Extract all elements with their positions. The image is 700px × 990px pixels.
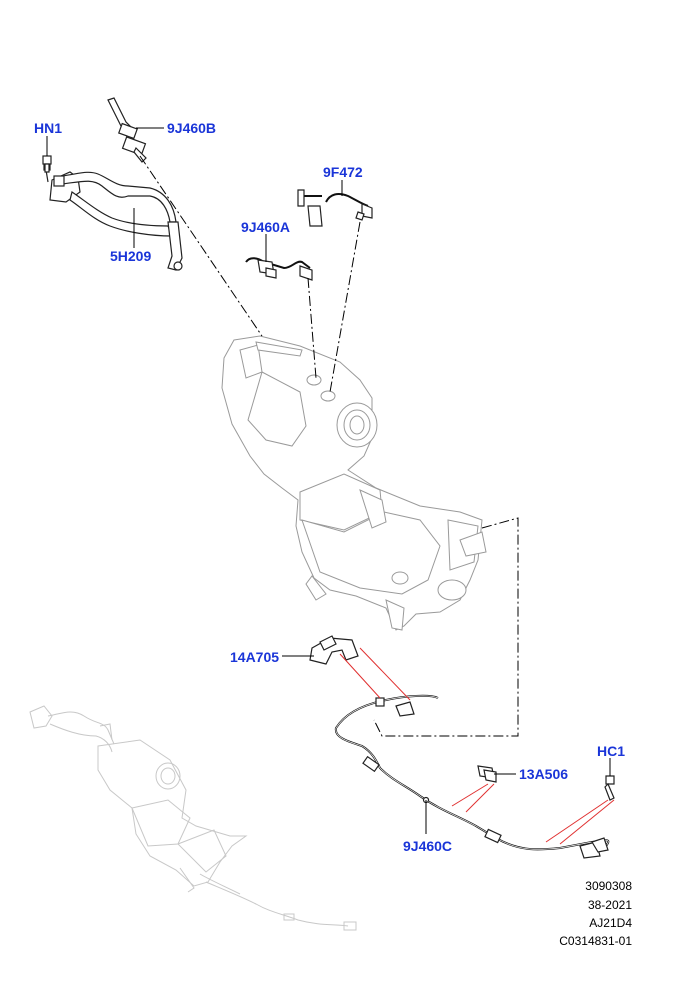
callout-9j460a[interactable]: 9J460A bbox=[241, 219, 291, 235]
locator-view bbox=[29, 705, 357, 931]
reference-line-3: AJ21D4 bbox=[589, 916, 632, 930]
sensor-9j460a[interactable] bbox=[245, 257, 313, 281]
sensor-9f472[interactable] bbox=[297, 189, 373, 227]
reference-line-1: 3090308 bbox=[585, 879, 632, 893]
red-leaders bbox=[339, 647, 615, 845]
callout-hc1[interactable]: HC1 bbox=[597, 743, 626, 759]
particulate-filter-assembly bbox=[221, 335, 487, 631]
harness-9j460c[interactable] bbox=[334, 694, 610, 859]
callout-leaders bbox=[46, 127, 611, 834]
callout-9f472[interactable]: 9F472 bbox=[323, 164, 363, 180]
callout-9j460b[interactable]: 9J460B bbox=[167, 120, 217, 136]
callout-hn1[interactable]: HN1 bbox=[34, 120, 63, 136]
callout-13a506[interactable]: 13A506 bbox=[519, 766, 569, 782]
bracket-14a705[interactable] bbox=[309, 635, 359, 665]
bolt-hc1[interactable] bbox=[604, 775, 615, 801]
sensor-9j460b[interactable] bbox=[107, 97, 147, 163]
callout-14a705[interactable]: 14A705 bbox=[230, 649, 280, 665]
bolt-hn1[interactable] bbox=[42, 155, 52, 173]
clip-13a506[interactable] bbox=[477, 765, 497, 783]
callout-5h209[interactable]: 5H209 bbox=[110, 248, 152, 264]
callout-9j460c[interactable]: 9J460C bbox=[403, 838, 453, 854]
reference-line-4: C0314831-01 bbox=[559, 934, 632, 948]
reference-line-2: 38-2021 bbox=[587, 898, 632, 912]
assembly-lines bbox=[139, 155, 519, 737]
